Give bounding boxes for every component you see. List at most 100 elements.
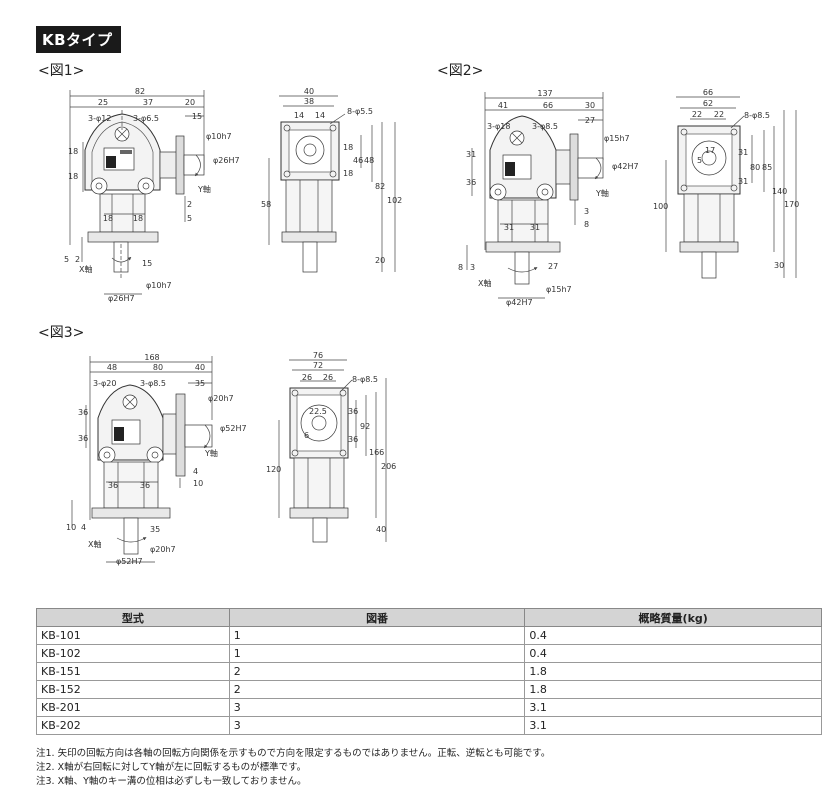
f1-y2: 2: [187, 200, 192, 209]
f3-dim-a: 48: [107, 363, 117, 372]
cell-model: KB-202: [36, 716, 230, 735]
f3-s166: 166: [369, 448, 384, 457]
note-1: 注1. 矢印の回転方向は各軸の回転方向関係を示すもので方向を限定するものではあり…: [36, 748, 551, 759]
f1-s46: 46: [353, 156, 363, 165]
cell-figure: 3: [228, 716, 526, 735]
f3-phi52b: φ52H7: [116, 557, 143, 566]
f1-s18b: 18: [343, 169, 353, 178]
f3-dim-total: 168: [144, 353, 159, 362]
fig1-front-view: [69, 90, 205, 295]
f1-yaxis: Y軸: [197, 184, 211, 194]
f1-dim-total: 82: [135, 87, 145, 96]
figure-1-label: <図1>: [38, 63, 85, 79]
cell-weight: 1.8: [524, 662, 822, 681]
f3-s36a: 36: [348, 407, 358, 416]
f2-phi15b: φ15h7: [546, 285, 572, 294]
f3-bot36a: 36: [108, 481, 118, 490]
table-header-row: 型式 図番 概略質量(kg): [36, 608, 822, 627]
f2-s8: 8-φ8.5: [744, 111, 770, 120]
fig2-front-view: [466, 92, 604, 299]
f3-xaxis: X軸: [88, 539, 101, 549]
f2-holes1: 3-φ18: [487, 122, 510, 131]
f2-s66: 66: [703, 88, 713, 97]
f3-s120: 120: [266, 465, 281, 474]
cell-weight: 0.4: [524, 644, 822, 663]
f2-s62: 62: [703, 99, 713, 108]
f2-yaxis: Y軸: [595, 188, 609, 198]
f2-s100: 100: [653, 202, 668, 211]
f2-dim-a: 41: [498, 101, 508, 110]
f3-phi52a: φ52H7: [220, 424, 247, 433]
cell-figure: 3: [228, 698, 526, 717]
f3-y10: 10: [193, 479, 203, 488]
figure-2-label: <図2>: [437, 63, 484, 79]
f3-x10: 10: [66, 523, 76, 532]
cell-weight: 3.1: [524, 716, 822, 735]
cell-weight: 0.4: [524, 626, 822, 645]
f2-y3: 3: [584, 207, 589, 216]
f2-s85: 85: [762, 163, 772, 172]
cell-weight: 1.8: [524, 680, 822, 699]
f2-s80: 80: [750, 163, 760, 172]
f1-s20: 20: [375, 256, 385, 265]
f2-s22a: 22: [692, 110, 702, 119]
f1-s14a: 14: [294, 111, 304, 120]
f2-dim-c: 30: [585, 101, 595, 110]
f2-y8: 8: [584, 220, 589, 229]
f2-dim-d: 27: [585, 116, 595, 125]
f1-dim-b: 37: [143, 98, 153, 107]
notes-block: 注1. 矢印の回転方向は各軸の回転方向関係を示すもので方向を限定するものではあり…: [36, 747, 550, 789]
f3-s36b: 36: [348, 435, 358, 444]
f2-s31a: 31: [738, 148, 748, 157]
f1-phi10b: φ10h7: [146, 281, 172, 290]
header-model: 型式: [36, 608, 230, 627]
f1-dim-d: 15: [192, 112, 202, 121]
fig3-front-view: [71, 356, 213, 563]
header-weight: 概略質量(kg): [524, 608, 822, 627]
f2-s31b: 31: [738, 177, 748, 186]
f1-s82: 82: [375, 182, 385, 191]
f1-s40: 40: [304, 87, 314, 96]
f2-holes2: 3-φ8.5: [532, 122, 558, 131]
f2-phi42a: φ42H7: [612, 162, 639, 171]
cell-model: KB-201: [36, 698, 230, 717]
f1-h18a: 18: [68, 147, 78, 156]
cell-figure: 2: [228, 662, 526, 681]
f2-dim-total: 137: [537, 89, 552, 98]
f3-holes2: 3-φ8.5: [140, 379, 166, 388]
f2-s5: 5: [697, 156, 702, 165]
fig1-side-view: [268, 95, 396, 273]
f1-s8: 8-φ5.5: [347, 107, 373, 116]
f2-bot31b: 31: [530, 223, 540, 232]
technical-drawings: 82 25 37 20 15 3-φ12 3-φ6.5 18 18 φ10h7 …: [64, 87, 799, 566]
f3-holes1: 3-φ20: [93, 379, 116, 388]
f1-s102: 102: [387, 196, 402, 205]
f2-phi15a: φ15h7: [604, 134, 630, 143]
f3-s76: 76: [313, 351, 323, 360]
f3-x4: 4: [81, 523, 86, 532]
f3-phi20b: φ20h7: [150, 545, 176, 554]
f1-dim-c: 20: [185, 98, 195, 107]
f3-s26a: 26: [302, 373, 312, 382]
f1-y5: 5: [187, 214, 192, 223]
f3-h36a: 36: [78, 408, 88, 417]
f1-x5: 5: [64, 255, 69, 264]
f2-xaxis: X軸: [478, 278, 491, 288]
figure-3-label: <図3>: [38, 325, 85, 341]
note-3: 注3. X軸、Y軸のキー溝の位相は必ずしも一致しておりません。: [36, 776, 307, 787]
f1-s38: 38: [304, 97, 314, 106]
f1-s14b: 14: [315, 111, 325, 120]
f3-dim-d: 35: [195, 379, 205, 388]
f1-s18a: 18: [343, 143, 353, 152]
f2-x8: 8: [458, 263, 463, 272]
cell-figure: 1: [228, 644, 526, 663]
f1-x2: 2: [75, 255, 80, 264]
f2-s170: 170: [784, 200, 799, 209]
cell-figure: 2: [228, 680, 526, 699]
